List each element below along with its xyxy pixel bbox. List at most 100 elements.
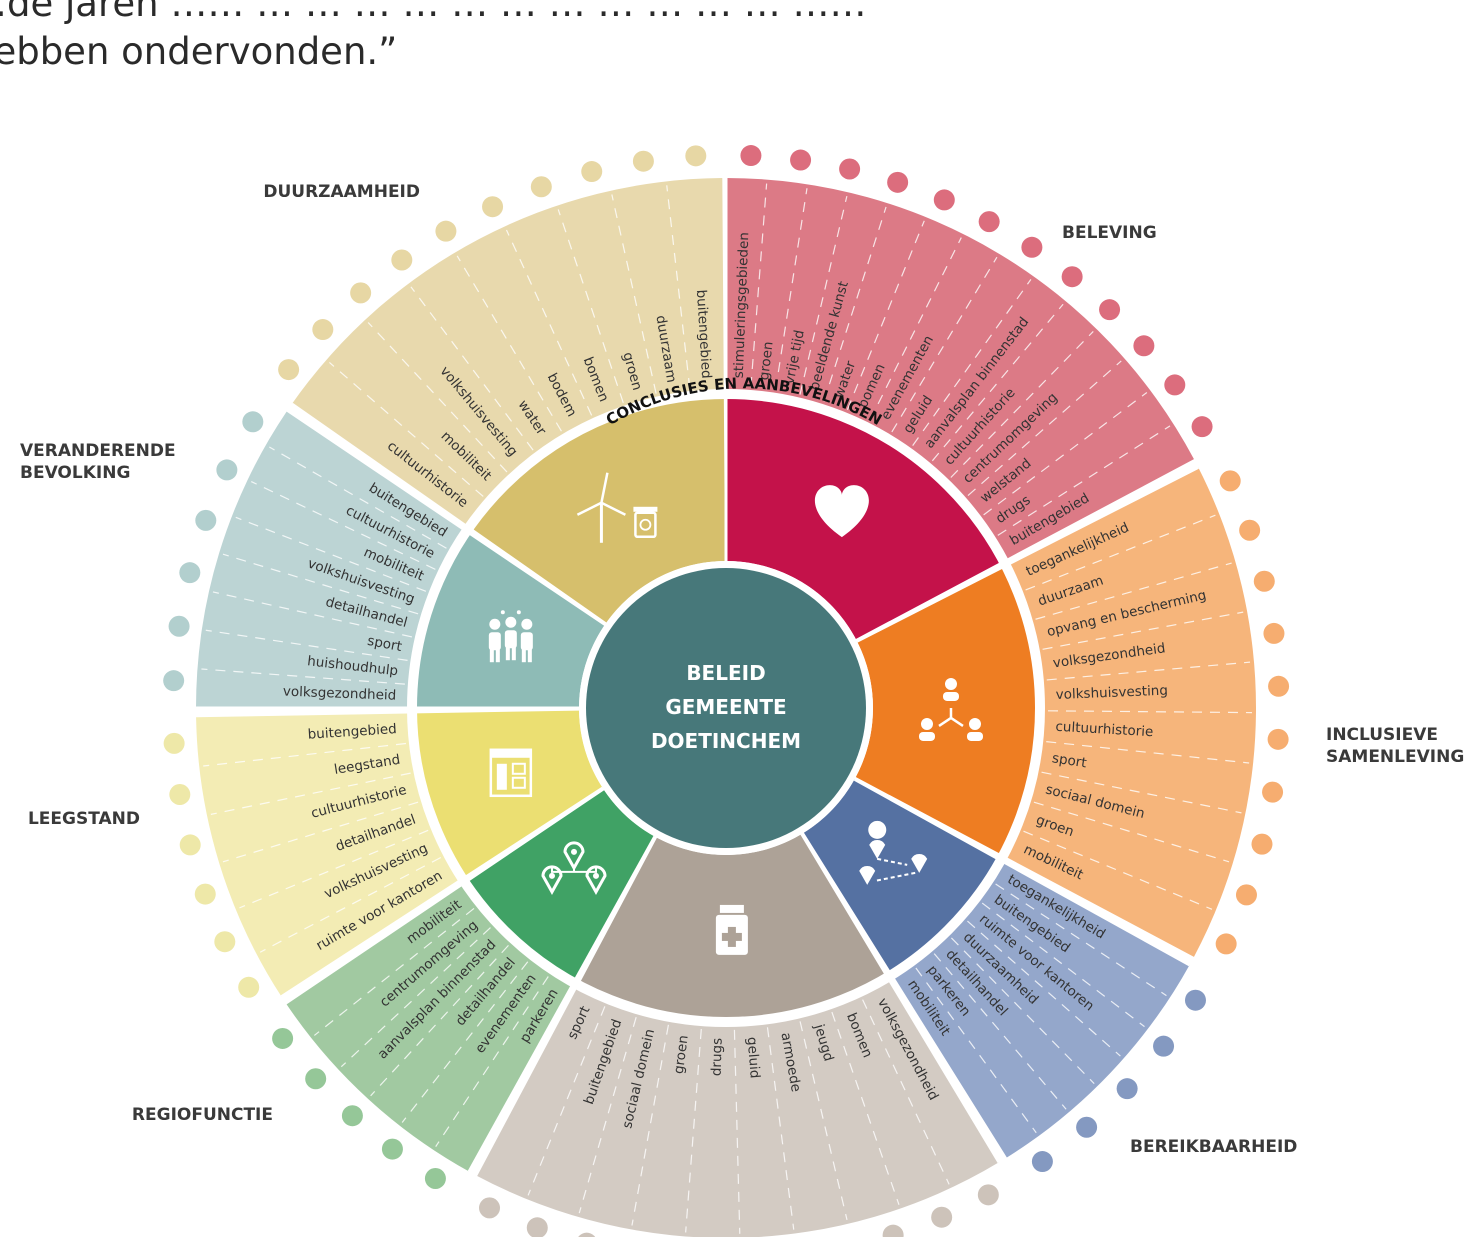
dot-beleving	[1191, 416, 1213, 438]
dot-veranderende-bevolking	[242, 411, 264, 433]
outer-segment-bereikbaarheid	[894, 862, 1190, 1158]
keyword-divider	[995, 883, 1167, 997]
dot-veranderende-bevolking	[195, 509, 217, 531]
outer-segment-leegstand	[196, 713, 460, 997]
outer-segment-duurzaamheid	[291, 178, 724, 526]
dot-duurzaamheid	[435, 220, 457, 242]
route-icon	[859, 820, 928, 885]
dot-inclusieve-samenleving	[1263, 622, 1285, 644]
segment-separator	[853, 777, 1191, 967]
dot-beleving	[1133, 335, 1155, 357]
outer-segment-volksgezondheid	[477, 980, 999, 1237]
keyword-divider	[222, 801, 419, 863]
dot-regiofunctie	[381, 1138, 403, 1160]
dot-duurzaamheid	[482, 196, 504, 218]
keyword-divider	[370, 944, 509, 1097]
dot-beleving	[790, 149, 812, 171]
center-line-2: GEMEENTE	[665, 695, 786, 719]
dot-beleving	[887, 171, 909, 193]
keyword-divider	[631, 1024, 670, 1226]
keyword-divider	[967, 360, 1122, 496]
inner-segment-duurzaamheid	[472, 398, 725, 624]
keyword-divider	[250, 481, 436, 570]
keyword-divider	[950, 937, 1095, 1085]
keyword-beleving: groen	[756, 341, 776, 382]
outer-segment-veranderende-bevolking	[196, 411, 463, 708]
pins-network-icon	[541, 841, 607, 895]
keyword-divider	[983, 392, 1148, 516]
keyword-divider	[831, 1011, 900, 1205]
keyword-divider	[1046, 741, 1250, 764]
keyword-divider	[1023, 830, 1213, 910]
segment-labels: BELEVINGINCLUSIEVESAMENLEVINGBEREIKBAARH…	[20, 182, 1464, 1157]
keyword-divider	[212, 591, 413, 638]
keyword-divider	[239, 829, 429, 909]
people-group-icon	[488, 610, 533, 663]
keyword-divider	[981, 902, 1145, 1028]
keyword-divider	[1041, 771, 1242, 814]
keyword-divider	[1046, 661, 1251, 681]
outer-segment-beleving	[726, 178, 1194, 559]
keyword-divider	[915, 967, 1037, 1134]
label-regiofunctie: REGIOFUNCTIE	[132, 1105, 273, 1125]
heart-icon	[814, 485, 869, 538]
keyword-divider	[799, 1021, 848, 1221]
dot-volksgezondheid	[526, 1217, 548, 1237]
label-veranderende-bevolking: VERANDERENDE	[20, 441, 176, 461]
keyword-divider	[823, 206, 887, 402]
keyword-divider	[967, 920, 1121, 1057]
dot-regiofunctie	[305, 1068, 327, 1090]
keyword-divider	[666, 185, 691, 389]
center-line-3: DOETINCHEM	[651, 729, 801, 753]
keyword-divider	[367, 322, 508, 473]
quote-line-1: …de jaren …… … … … … … … … … … … … ……	[0, 0, 867, 25]
ring-gap	[407, 389, 1045, 1027]
keyword-divider	[505, 229, 593, 416]
dot-inclusieve-samenleving	[1251, 833, 1273, 855]
keyword-divider	[222, 553, 419, 615]
dot-bereikbaarheid	[1031, 1151, 1053, 1173]
keyword-divider	[410, 286, 534, 451]
dot-inclusieve-samenleving	[1219, 470, 1241, 492]
dot-duurzaamheid	[312, 319, 334, 341]
label-veranderende-bevolking: BEVOLKING	[20, 463, 130, 483]
keyword-divider	[685, 1029, 702, 1233]
segment-separator	[280, 786, 604, 998]
dot-inclusieve-samenleving	[1215, 933, 1237, 955]
segment-separator	[856, 466, 1199, 643]
keyword-divider	[235, 516, 427, 592]
keyword-divider	[1025, 514, 1216, 591]
dot-bereikbaarheid	[1116, 1078, 1138, 1100]
dot-leegstand	[163, 732, 185, 754]
dot-leegstand	[169, 784, 191, 806]
keyword-divider	[269, 446, 447, 549]
dot-beleving	[978, 211, 1000, 233]
keyword-beleving: stimuleringsgebieden	[731, 232, 753, 379]
dot-veranderende-bevolking	[216, 459, 238, 481]
label-duurzaamheid: DUURZAAMHEID	[263, 182, 420, 202]
keyword-divider	[912, 279, 1032, 446]
inner-segment-inclusieve-samenleving	[855, 567, 1036, 854]
keyword-divider	[1033, 801, 1230, 863]
keyword-divider	[869, 237, 962, 421]
keyword-divider	[210, 772, 411, 815]
label-beleving: BELEVING	[1062, 223, 1157, 243]
dot-duurzaamheid	[581, 161, 603, 183]
dot-beleving	[933, 189, 955, 211]
dot-inclusieve-samenleving	[1262, 781, 1284, 803]
keyword-divider	[557, 209, 624, 404]
keyword-divider	[846, 220, 925, 410]
dot-inclusieve-samenleving	[1268, 675, 1290, 697]
keyword-divider	[611, 194, 657, 394]
inner-segment-leegstand	[416, 710, 603, 877]
dot-leegstand	[214, 931, 236, 953]
inner-segment-regiofunctie	[468, 790, 655, 980]
keyword-volksgezondheid: groen	[671, 1034, 692, 1075]
keyword-divider	[456, 255, 562, 432]
dot-beleving	[839, 158, 861, 180]
dot-inclusieve-samenleving	[1239, 519, 1261, 541]
keyword-divider	[950, 331, 1094, 478]
keyword-divider	[203, 742, 407, 767]
dot-bereikbaarheid	[1076, 1116, 1098, 1138]
